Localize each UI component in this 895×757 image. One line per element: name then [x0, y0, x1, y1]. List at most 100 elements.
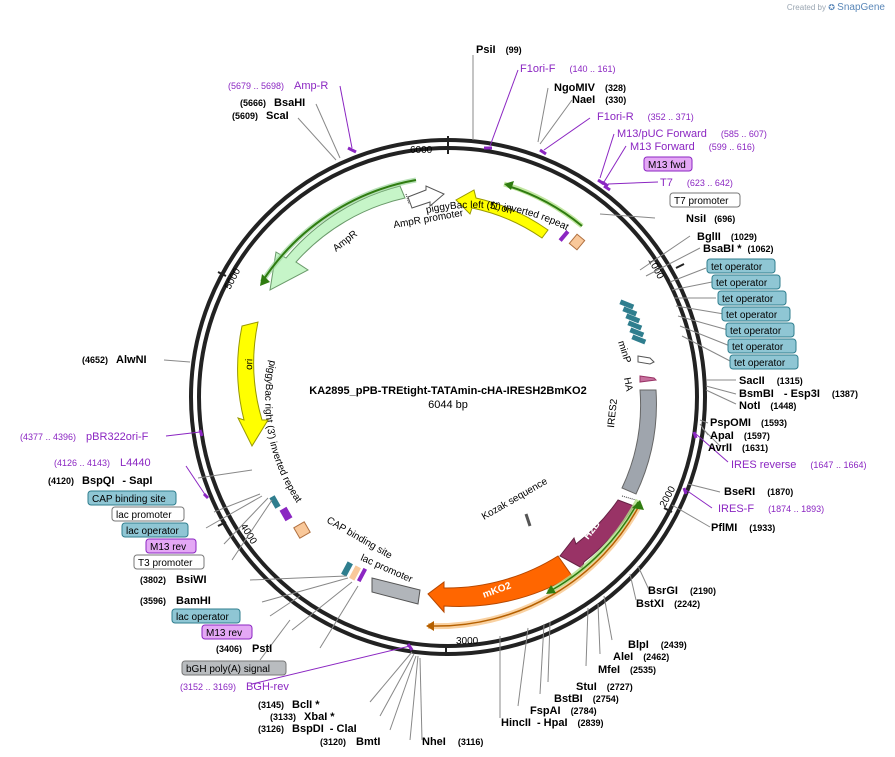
box-m13-rev-2-label: M13 rev: [206, 628, 242, 639]
box-tet-operator-6[interactable]: tet operator: [727, 338, 797, 354]
box-cap-binding-site[interactable]: CAP binding site: [87, 490, 177, 506]
ha-marker: [639, 375, 658, 383]
box-tet-operator-3[interactable]: tet operator: [717, 290, 787, 306]
box-t7-promoter[interactable]: T7 promoter: [669, 192, 741, 208]
site-hincii[interactable]: HincII- HpaI(2839): [501, 717, 604, 729]
box-m13-fwd[interactable]: M13 fwd: [643, 156, 693, 172]
site-avrii[interactable]: AvrII(1631): [708, 442, 768, 454]
kozak-label: Kozak sequence: [480, 476, 550, 523]
f1ori-arrow[interactable]: [455, 189, 549, 239]
site-alwni[interactable]: (4652)AlwNI: [82, 354, 147, 366]
site-nsii[interactable]: NsiI(696): [686, 213, 735, 225]
primer-pbr322ori-f[interactable]: (4377 .. 4396)pBR322ori-F: [20, 431, 149, 443]
box-t3-promoter[interactable]: T3 promoter: [133, 554, 205, 570]
box-lac-promoter-label: lac promoter: [116, 510, 172, 521]
mko2-arrow[interactable]: [427, 555, 573, 614]
kozak-marker: [524, 513, 532, 527]
site-bsabi[interactable]: BsaBI *(1062): [703, 243, 774, 255]
site-bstbi[interactable]: BstBI(2754): [554, 693, 619, 705]
ires2-arrow[interactable]: [621, 389, 657, 495]
site-bglii[interactable]: BglII(1029): [697, 231, 757, 243]
primer-lines: [165, 69, 729, 685]
site-pspomi[interactable]: PspOMI(1593): [710, 417, 787, 429]
site-naei[interactable]: NaeI(330): [572, 94, 626, 106]
ires2-label: IRES2: [606, 398, 620, 428]
ampr-direction-line: [261, 179, 417, 283]
site-pflmi[interactable]: PflMI(1933): [711, 522, 775, 534]
f1ori-direction-head: [504, 181, 514, 190]
site-xbai[interactable]: (3133)XbaI *: [270, 711, 335, 723]
box-tet-operator-4[interactable]: tet operator: [721, 306, 791, 322]
site-mfei[interactable]: MfeI(2535): [598, 664, 656, 676]
site-psti[interactable]: (3406)PstI: [216, 643, 272, 655]
box-m13-rev-2[interactable]: M13 rev: [201, 624, 253, 640]
site-bsahi[interactable]: (5666)BsaHI: [240, 97, 305, 109]
lac-region-blocks: [341, 561, 368, 583]
minp-arrow: [637, 355, 655, 365]
site-bspdi[interactable]: (3126)BspDI- ClaI: [258, 723, 357, 735]
site-bcli[interactable]: (3145)BclI *: [258, 699, 320, 711]
box-tet-operator-6-label: tet operator: [732, 342, 784, 353]
box-m13-fwd-label: M13 fwd: [648, 160, 686, 171]
ori-arrow[interactable]: [237, 321, 269, 448]
primer-bgh-rev[interactable]: (3152 .. 3169)BGH-rev: [180, 681, 289, 693]
primer-ires-reverse[interactable]: IRES reverse(1647 .. 1664): [731, 459, 866, 471]
tet-operator-blocks[interactable]: [619, 299, 647, 345]
primer-marks: [198, 146, 698, 651]
box-lac-operator-1[interactable]: lac operator: [121, 522, 189, 538]
box-lac-operator-2[interactable]: lac operator: [171, 608, 241, 624]
site-bamhi[interactable]: (3596)BamHI: [140, 595, 211, 607]
box-tet-operator-4-label: tet operator: [726, 310, 778, 321]
primer-m13-forward[interactable]: M13 Forward(599 .. 616): [630, 141, 755, 153]
site-psii[interactable]: PsiI(99): [476, 44, 522, 56]
primer-amp-r[interactable]: (5679 .. 5698)Amp-R: [228, 80, 328, 92]
backbone-inner: [197, 146, 699, 648]
site-noti[interactable]: NotI(1448): [739, 400, 796, 412]
box-t3-promoter-label: T3 promoter: [138, 558, 193, 569]
box-lac-operator-2-label: lac operator: [176, 612, 229, 623]
site-alei[interactable]: AleI(2462): [613, 651, 669, 663]
site-fspai[interactable]: FspAI(2784): [530, 705, 597, 717]
cds-direction-head: [426, 621, 434, 631]
site-bsiwi[interactable]: (3802)BsiWI: [140, 574, 207, 586]
site-bstxi[interactable]: BstXI(2242): [636, 598, 700, 610]
ampr-direction-head: [260, 274, 270, 286]
site-blpi[interactable]: BlpI(2439): [628, 639, 687, 651]
box-bgh-polya-label: bGH poly(A) signal: [186, 664, 270, 675]
primer-m13puc-forward[interactable]: M13/pUC Forward(585 .. 607): [617, 128, 767, 140]
box-tet-operator-5[interactable]: tet operator: [725, 322, 795, 338]
ampr-promoter-arrow[interactable]: [407, 185, 445, 209]
site-sacii[interactable]: SacII(1315): [739, 375, 803, 387]
site-bspqi[interactable]: (4120)BspQI- SapI: [48, 475, 152, 487]
site-scai[interactable]: (5609)ScaI: [232, 110, 289, 122]
site-nhei[interactable]: NheI(3116): [422, 736, 483, 748]
lac-promoter-box[interactable]: [371, 577, 421, 605]
site-apai[interactable]: ApaI(1597): [710, 430, 770, 442]
snapgene-logo-icon: ✪: [828, 3, 835, 12]
cds-direction-line-core: [431, 503, 641, 627]
box-tet-operator-5-label: tet operator: [730, 326, 782, 337]
site-ngomiv[interactable]: NgoMIV(328): [554, 82, 626, 94]
ampr-arrow[interactable]: [269, 185, 406, 291]
snapgene-brand: Created by ✪ SnapGene: [787, 2, 885, 13]
box-m13-rev-1[interactable]: M13 rev: [145, 538, 197, 554]
site-bmti[interactable]: (3120)BmtI: [320, 736, 380, 748]
site-bsmbi[interactable]: BsmBI- Esp3I(1387): [739, 388, 858, 400]
primer-t7[interactable]: T7(623 .. 642): [660, 177, 733, 189]
box-tet-operator-1[interactable]: tet operator: [706, 258, 776, 274]
primer-f1ori-r[interactable]: F1ori-R(352 .. 371): [597, 111, 694, 123]
box-tet-operator-7[interactable]: tet operator: [729, 354, 799, 370]
box-bgh-polya[interactable]: bGH poly(A) signal: [181, 660, 287, 676]
ampr-label: AmpR: [331, 229, 360, 255]
tick-marks: [217, 136, 685, 656]
site-stui[interactable]: StuI(2727): [576, 681, 633, 693]
site-bseri[interactable]: BseRI(1870): [724, 486, 793, 498]
box-tet-operator-7-label: tet operator: [734, 358, 786, 369]
box-lac-promoter[interactable]: lac promoter: [111, 506, 185, 522]
primer-ires-f[interactable]: IRES-F(1874 .. 1893): [718, 503, 824, 515]
box-tet-operator-2[interactable]: tet operator: [711, 274, 781, 290]
primer-f1ori-f[interactable]: F1ori-F(140 .. 161): [520, 63, 615, 75]
box-t7-promoter-label: T7 promoter: [674, 196, 729, 207]
primer-l4440[interactable]: (4126 .. 4143)L4440: [54, 457, 151, 469]
site-bsrgi[interactable]: BsrGI(2190): [648, 585, 716, 597]
